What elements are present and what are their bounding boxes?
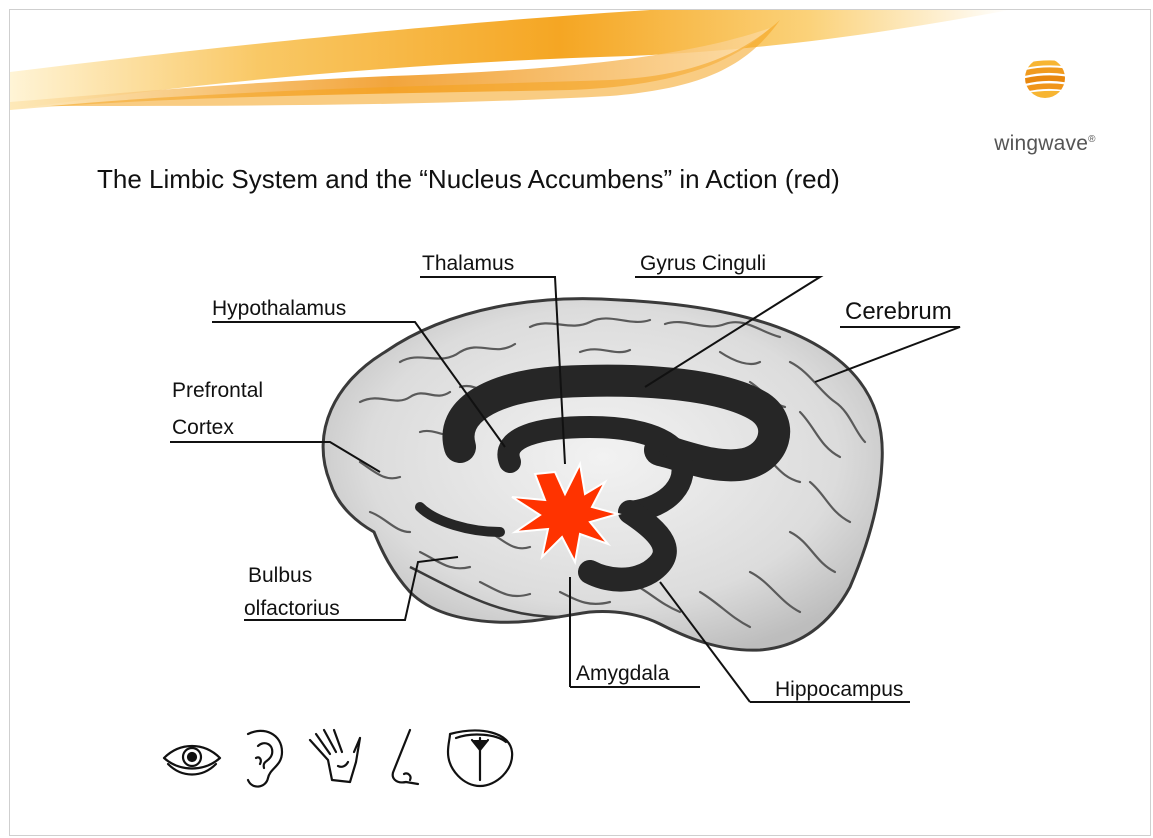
header-swoosh xyxy=(10,10,1150,130)
label-hypothalamus: Hypothalamus xyxy=(212,297,346,320)
eye-icon xyxy=(164,746,220,775)
slide: wingwave® The Limbic System and the “Nuc… xyxy=(9,9,1151,836)
label-bulbus-line1: Bulbus xyxy=(248,564,312,587)
logo-wordmark: wingwave® xyxy=(985,132,1105,156)
label-gyrus-cinguli: Gyrus Cinguli xyxy=(640,252,766,275)
ear-icon xyxy=(248,731,282,787)
label-amygdala: Amygdala xyxy=(576,662,670,685)
nose-icon xyxy=(393,730,418,784)
label-cerebrum: Cerebrum xyxy=(845,298,952,325)
hand-icon xyxy=(310,730,360,782)
label-bulbus-line2: olfactorius xyxy=(244,597,340,620)
wingwave-logo: wingwave® xyxy=(985,88,1105,160)
striped-sphere-logo-icon xyxy=(985,56,1105,100)
label-prefrontal-line2: Cortex xyxy=(172,416,234,439)
brain-diagram: Thalamus Gyrus Cinguli Hypothalamus Cere… xyxy=(160,232,990,722)
label-thalamus: Thalamus xyxy=(422,252,514,275)
brain-outline xyxy=(323,299,882,651)
sense-icons xyxy=(160,722,540,794)
slide-title: The Limbic System and the “Nucleus Accum… xyxy=(97,164,840,195)
label-prefrontal-line1: Prefrontal xyxy=(172,379,263,402)
tongue-icon xyxy=(448,731,512,786)
label-hippocampus: Hippocampus xyxy=(775,678,903,701)
